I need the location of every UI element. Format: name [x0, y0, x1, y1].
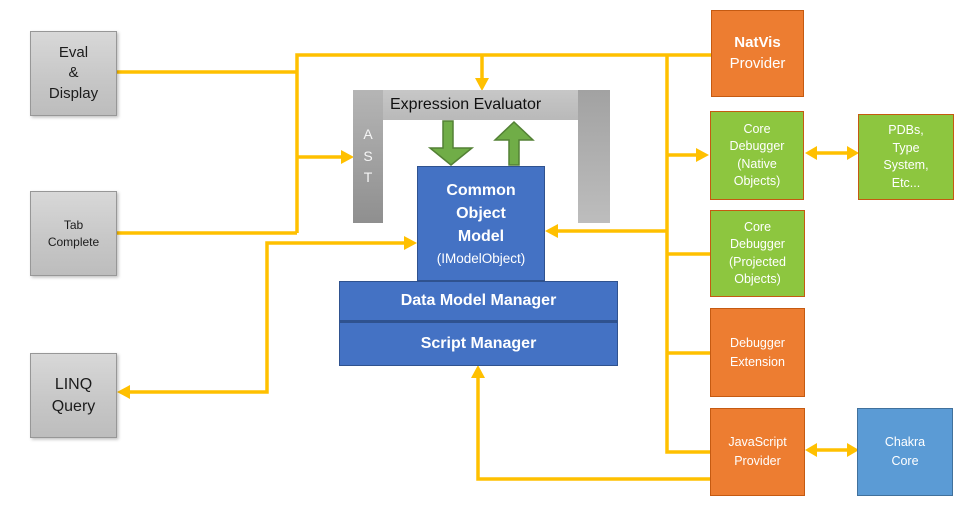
ast-label: A S T	[363, 125, 373, 186]
arrowhead-chakra-left	[805, 443, 817, 457]
green-arrow-up-icon	[493, 120, 535, 166]
data-model-manager-box: Data Model Manager	[339, 281, 618, 321]
pdbs-type-system-label: PDBs, Type System, Etc...	[883, 123, 929, 190]
connector-js-script-manager	[476, 377, 711, 481]
core-debugger-projected-box: Core Debugger (Projected Objects)	[710, 210, 805, 297]
natvis-provider-box: NatVis Provider	[711, 10, 804, 97]
common-object-model-subtitle: (IModelObject)	[436, 251, 526, 267]
tab-complete-label: Tab Complete	[47, 218, 100, 249]
connector-right-trunk	[665, 55, 710, 454]
core-debugger-projected-label: Core Debugger (Projected Objects)	[729, 219, 786, 287]
debugger-extension-label: Debugger Extension	[730, 335, 785, 369]
tab-complete-box: Tab Complete	[30, 191, 117, 276]
natvis-provider-type: Provider	[729, 54, 786, 72]
arrowhead-com-left	[404, 236, 417, 250]
common-object-model-title: Common Object Model	[446, 181, 516, 245]
linq-query-label: LINQ Query	[51, 375, 96, 415]
eval-display-label: Eval & Display	[48, 44, 99, 102]
chakra-core-label: Chakra Core	[884, 435, 926, 468]
javascript-provider-box: JavaScript Provider	[710, 408, 805, 496]
arrowhead-native	[696, 148, 709, 162]
core-debugger-native-label: Core Debugger (Native Objects)	[729, 121, 785, 189]
natvis-provider-name: NatVis	[734, 34, 781, 52]
core-debugger-native-box: Core Debugger (Native Objects)	[710, 111, 804, 200]
arrowhead-pdbs-left	[805, 146, 817, 160]
linq-query-box: LINQ Query	[30, 353, 117, 438]
script-manager-label: Script Manager	[420, 335, 537, 353]
arrowhead-linq	[117, 385, 130, 399]
javascript-provider-label: JavaScript Provider	[728, 435, 787, 468]
expression-evaluator-bar: Expression Evaluator	[383, 90, 578, 120]
ast-bar: A S T	[353, 90, 383, 223]
eval-display-box: Eval & Display	[30, 31, 117, 116]
debugger-extension-box: Debugger Extension	[710, 308, 805, 397]
common-object-model-box: Common Object Model (IModelObject)	[417, 166, 545, 281]
arrowhead-com-right	[545, 224, 558, 238]
evaluator-right-pillar	[578, 90, 610, 223]
script-manager-box: Script Manager	[339, 321, 618, 366]
chakra-core-box: Chakra Core	[857, 408, 953, 496]
expression-evaluator-label: Expression Evaluator	[390, 96, 542, 114]
data-model-manager-label: Data Model Manager	[400, 292, 557, 310]
green-arrow-down-icon	[427, 120, 475, 166]
arrowhead-script-manager	[471, 365, 485, 378]
pdbs-type-system-box: PDBs, Type System, Etc...	[858, 114, 954, 200]
